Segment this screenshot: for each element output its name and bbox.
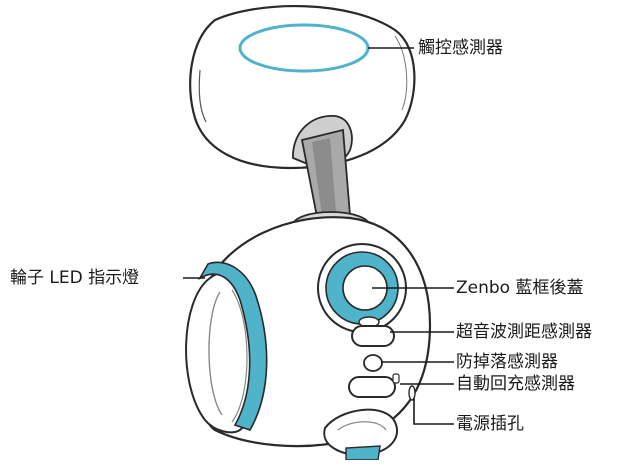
auto-charge-sensor <box>348 373 400 398</box>
power-port <box>408 385 416 401</box>
ultrasonic-sensor <box>351 316 395 347</box>
wheel-led-label: 輪子 LED 指示燈 <box>10 268 140 288</box>
power-port-label: 電源插孔 <box>456 414 524 434</box>
bezel-cover <box>317 243 407 333</box>
auto-charge-sensor-label: 自動回充感測器 <box>456 374 575 394</box>
touch-sensor <box>238 23 370 73</box>
bezel-cover-label: Zenbo 藍框後蓋 <box>456 278 584 298</box>
ultrasonic-sensor-label: 超音波測距感測器 <box>456 322 592 342</box>
wheel-led-ring <box>197 261 268 431</box>
callout-power <box>413 398 454 425</box>
drop-sensor-label: 防掉落感測器 <box>456 352 558 372</box>
touch-sensor-label: 觸控感測器 <box>418 38 503 58</box>
drop-sensor <box>363 354 383 372</box>
callout-lines <box>183 47 454 425</box>
